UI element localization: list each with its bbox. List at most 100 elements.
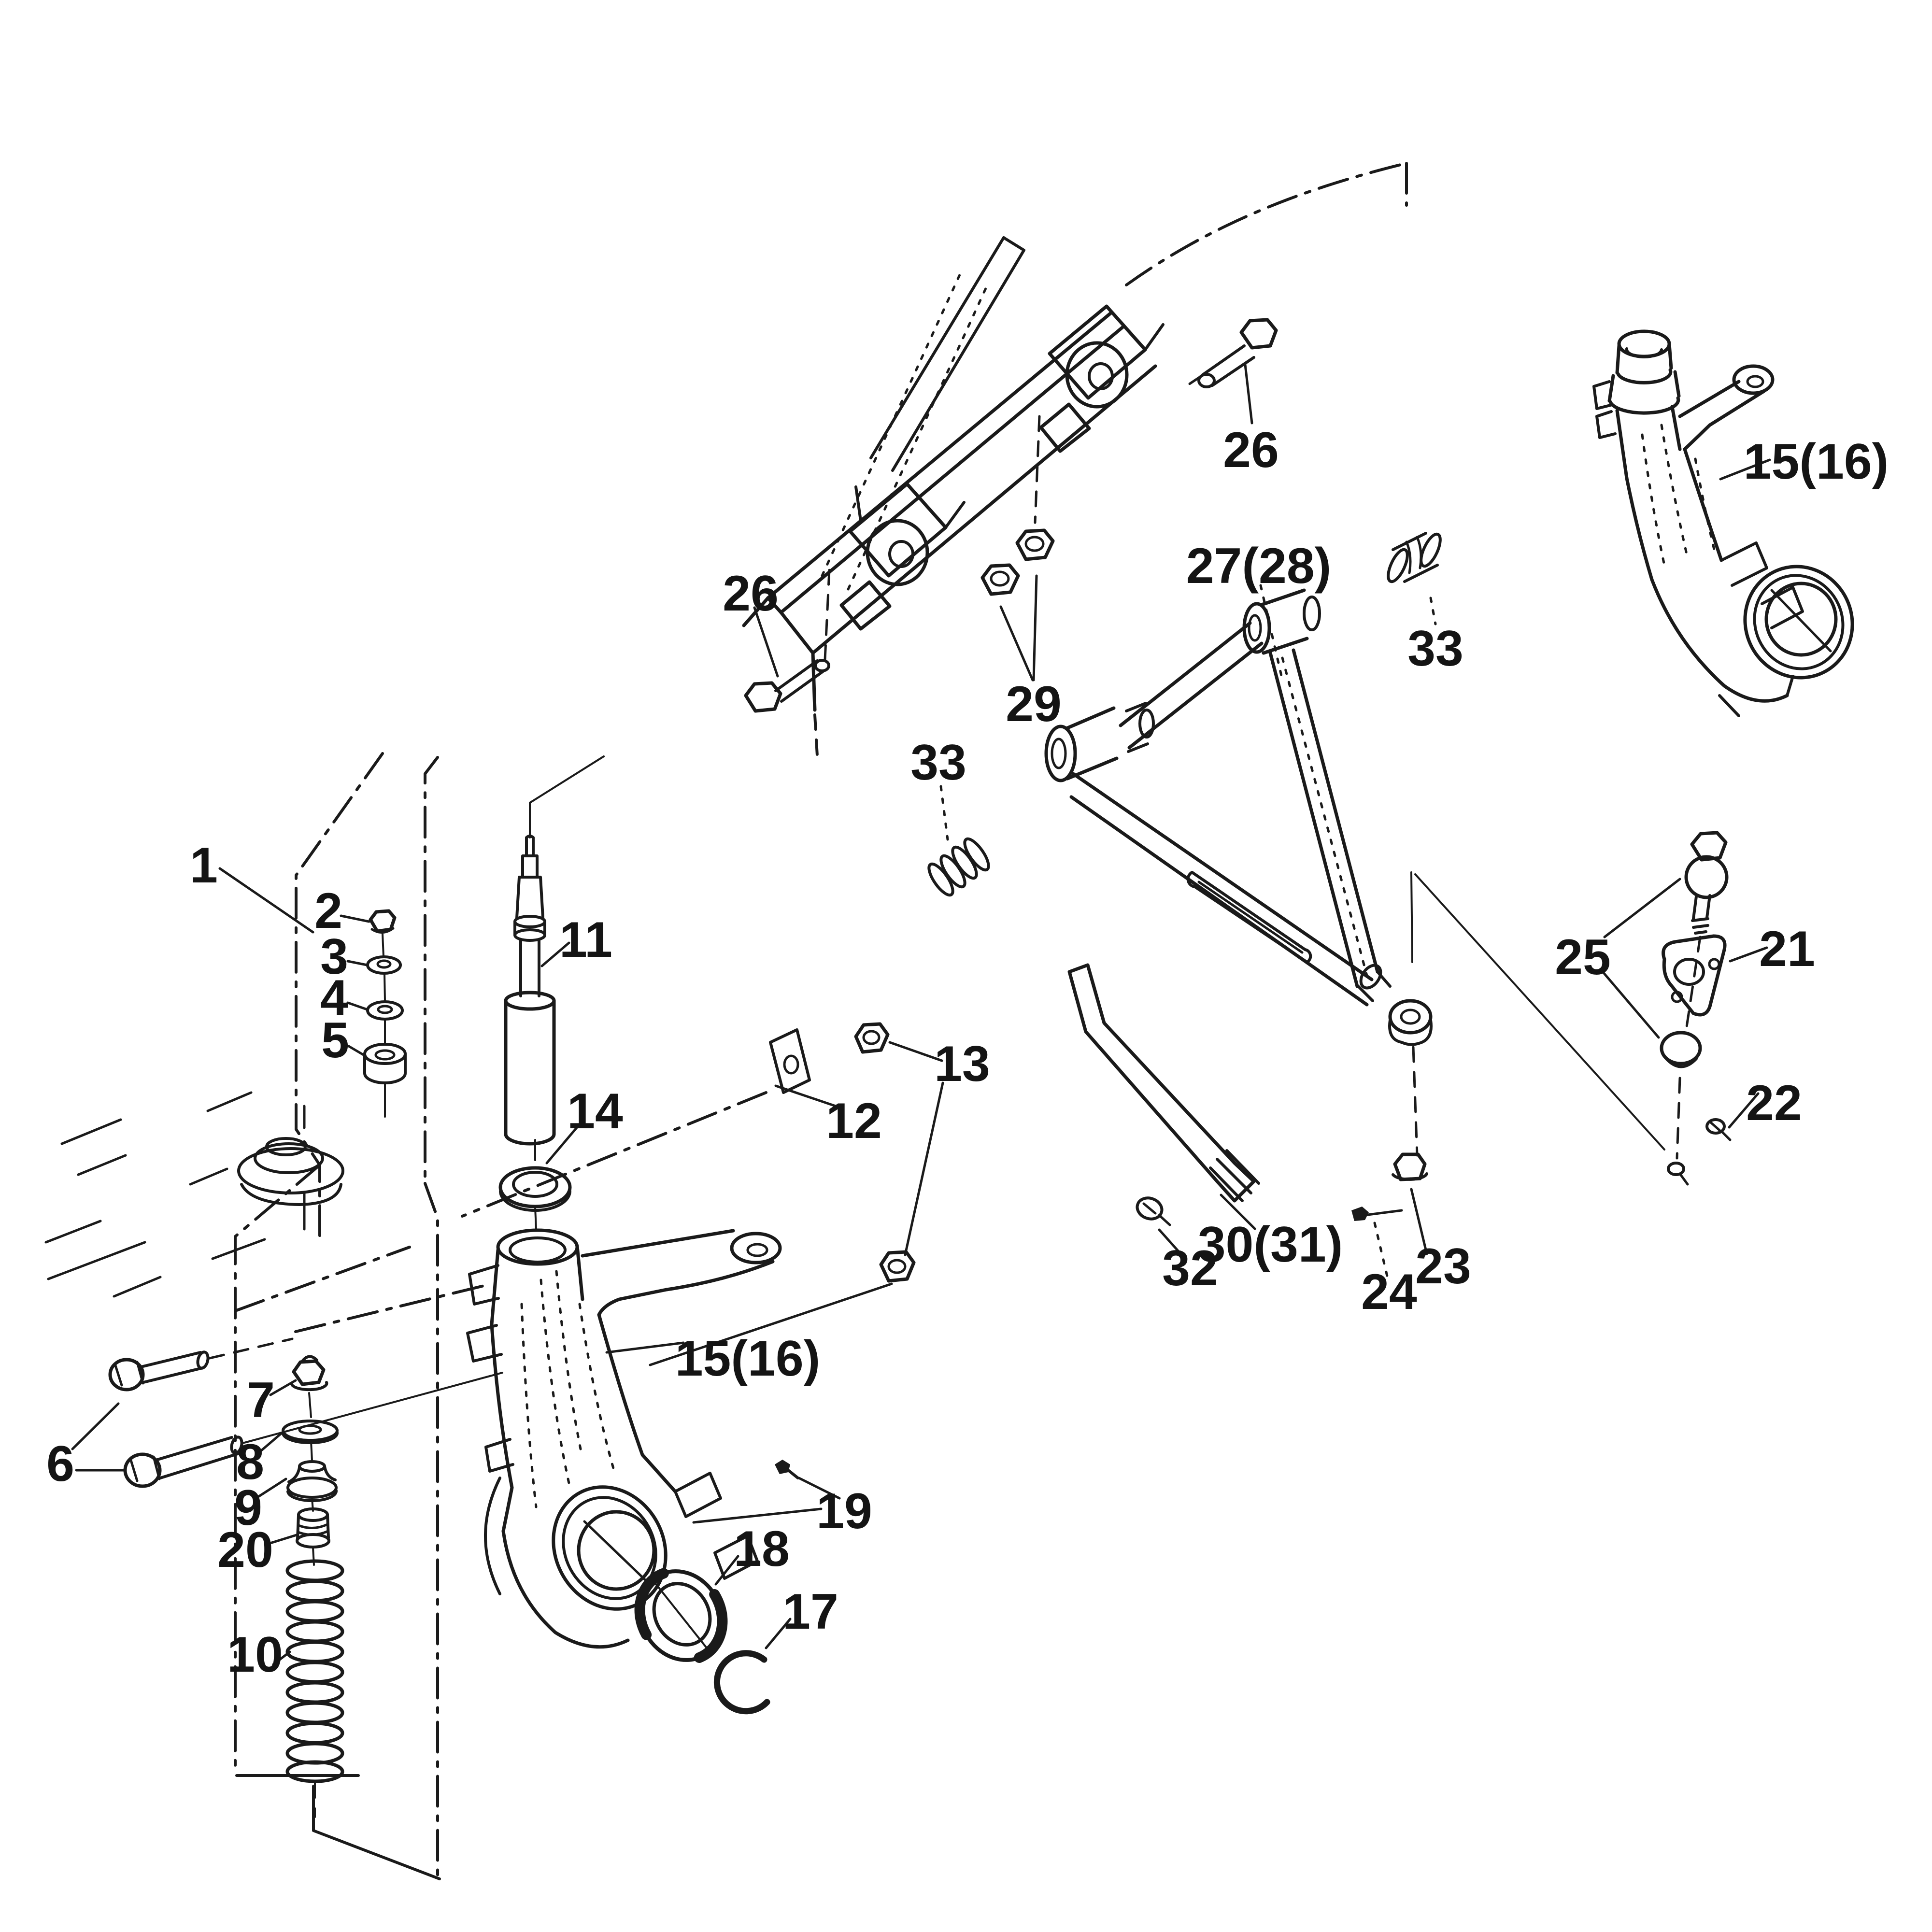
rk-arm-boss-hole xyxy=(1746,375,1764,388)
bushing-5-top xyxy=(363,1043,407,1065)
leader-21 xyxy=(1729,946,1768,963)
shock-body xyxy=(504,999,556,1146)
spring-stack xyxy=(71,1337,503,1818)
hub-outer xyxy=(552,1485,668,1611)
aarm-rear-tube xyxy=(1268,648,1379,988)
shock-collar-1 xyxy=(513,915,546,928)
bracket-right-foot xyxy=(1039,402,1091,453)
stack-line-e xyxy=(308,1392,312,1418)
nut-13a-hole xyxy=(862,1030,881,1045)
bracket-left-plate xyxy=(848,482,948,578)
bolt-26l-tip xyxy=(814,659,830,672)
nut-13a xyxy=(854,1022,890,1054)
leader-2 xyxy=(340,914,370,923)
aarm-sleeve-top-end xyxy=(1303,596,1321,631)
stud-bolt-head xyxy=(1667,1162,1685,1176)
leader-1 xyxy=(218,867,314,934)
bolt-6b-tip xyxy=(230,1435,243,1455)
bolt-26r-tip xyxy=(1197,373,1216,388)
knuckle-neck xyxy=(490,1244,584,1326)
leader-11 xyxy=(540,941,570,967)
part-label: 1 xyxy=(190,838,218,894)
steering-arm-boss-hole xyxy=(746,1243,768,1257)
dust-cap-dash xyxy=(1676,1077,1681,1160)
nut-2 xyxy=(369,909,397,933)
leader-24 xyxy=(1373,1222,1389,1278)
part-label: 11 xyxy=(559,912,612,968)
shock-shaft xyxy=(519,939,540,997)
screw-22-tip xyxy=(1709,1121,1732,1141)
shock-body-top xyxy=(504,991,556,1011)
spring-33m-ring xyxy=(963,837,990,872)
spring-10-coil xyxy=(285,1661,344,1684)
strut-option-box xyxy=(218,752,767,1880)
leader-6 xyxy=(71,1402,125,1472)
nut-7 xyxy=(292,1359,326,1386)
nut-2-flange xyxy=(370,927,395,934)
bushing-5-hole xyxy=(374,1049,396,1061)
knuckle-clamp-tab-mid xyxy=(484,1438,514,1473)
hub-seal-group xyxy=(634,1460,841,1715)
frame-rail-assembly xyxy=(742,162,1408,757)
rk-shading xyxy=(1660,424,1690,562)
leader-15-16-left xyxy=(605,1341,685,1354)
aarm-ball-skirt xyxy=(1388,1019,1433,1046)
spring-10-coil xyxy=(285,1620,344,1643)
bracket-left-boss xyxy=(866,519,929,586)
part-label: 10 xyxy=(227,1627,283,1683)
box-left-upper xyxy=(295,752,384,1238)
part-label: 4 xyxy=(320,970,348,1026)
bolt6-dashdot xyxy=(294,1283,489,1333)
part-label: 3 xyxy=(320,929,348,985)
leader-30-31 xyxy=(1220,1193,1256,1230)
balljoint-ball xyxy=(1684,855,1729,899)
leader-33m xyxy=(939,785,949,841)
plate-21-hole xyxy=(1673,958,1705,986)
steering-arm-top xyxy=(581,1229,735,1258)
bolt-26r-head xyxy=(1239,318,1278,350)
rk-tab-1 xyxy=(1720,541,1768,587)
hub-bore-axis xyxy=(583,1520,649,1583)
rail-bottom-edge xyxy=(811,364,1157,655)
bracket-left-boss-hole xyxy=(888,540,914,568)
stud-bolt-tip xyxy=(1678,1172,1689,1186)
leader-5 xyxy=(347,1045,367,1057)
grease-fitting-19-stem xyxy=(787,1469,799,1479)
ball-to-nut-dash xyxy=(1412,1046,1419,1157)
stack-line-f xyxy=(310,1440,313,1462)
bolt-26r-thread xyxy=(1183,374,1203,389)
leader-12 xyxy=(774,1084,840,1108)
leader-10 xyxy=(272,1650,291,1666)
steering-arm-boss xyxy=(730,1232,782,1264)
shock-rod-tip xyxy=(525,835,535,857)
box-connector xyxy=(234,1164,321,1775)
diag-tube-cap xyxy=(1002,236,1025,252)
bushing-33r-coil xyxy=(1405,536,1422,574)
knuckle-shading xyxy=(578,1303,615,1470)
rk-leg-left xyxy=(1625,476,1654,582)
washer-8 xyxy=(282,1420,339,1442)
diag-tube-edge-2 xyxy=(891,249,1025,472)
washer-8-hole xyxy=(298,1424,322,1435)
leader-17 xyxy=(765,1618,792,1649)
knuckle-left xyxy=(466,1228,782,1649)
shock-upper-leader xyxy=(529,755,605,838)
shock-collar-side xyxy=(513,920,546,937)
spring-10-coil xyxy=(285,1721,344,1745)
leader-23 xyxy=(1410,1188,1428,1255)
rk-top-cap-inner xyxy=(1625,347,1663,359)
bolt-6b-install-line xyxy=(242,1372,503,1444)
aarm-bushing-top-body xyxy=(1260,588,1309,655)
screw-32-head xyxy=(1136,1196,1164,1221)
part-label: 23 xyxy=(1415,1238,1471,1294)
aarm-slot-line xyxy=(1197,881,1304,954)
frame-dashdot-curve xyxy=(1125,162,1408,286)
part-label: 25 xyxy=(1555,929,1611,985)
spring-10-coil xyxy=(285,1742,344,1765)
leader-19 xyxy=(692,1477,841,1524)
rail-left-dash xyxy=(813,713,819,757)
leader-25 xyxy=(1602,878,1681,1039)
bracket-nut-dash xyxy=(1034,415,1041,524)
balljoint-hex xyxy=(1690,831,1728,862)
leader-9 xyxy=(257,1477,287,1498)
